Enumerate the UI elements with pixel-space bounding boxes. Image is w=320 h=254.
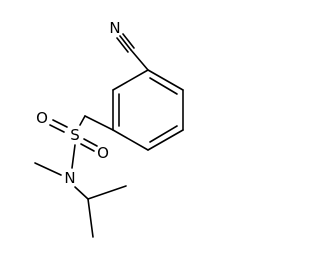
- ring-double-bond-1: [149, 77, 178, 95]
- isopropyl-methyl-right: [87, 185, 127, 200]
- s-o-lower-bond-b: [80, 143, 95, 152]
- s-n-bond: [71, 144, 76, 169]
- ch2-ring-bond: [84, 115, 114, 131]
- ring-double-bond-2: [149, 125, 178, 143]
- nitrile-triple-bond-b: [122, 33, 135, 49]
- nitrile-triple-bond-a: [119, 35, 132, 51]
- isopropyl-methyl-down: [87, 198, 94, 238]
- s-o-upper-bond-a: [52, 119, 68, 128]
- nitrile-triple-bond-c: [116, 37, 129, 53]
- sulfonyl-group: S O O: [36, 109, 109, 169]
- s-o-lower-bond-a: [83, 138, 98, 147]
- n-isopropyl-bond: [74, 186, 89, 200]
- atom-label-n-nitrile: N: [109, 19, 120, 37]
- molecule-structure: N S O O N: [34, 19, 184, 238]
- atom-label-sulfur: S: [70, 126, 80, 144]
- ring-bond-3: [147, 129, 184, 151]
- atom-label-oxygen-lower: O: [97, 144, 109, 162]
- s-o-upper-bond-b: [49, 124, 65, 133]
- ch2-sulfur-bond: [79, 115, 86, 126]
- nitrile-group: N: [109, 19, 149, 71]
- ring-bond-6: [112, 69, 149, 91]
- benzene-ring: [112, 69, 184, 151]
- n-methyl-bond: [34, 162, 62, 176]
- amine-group: N: [34, 162, 127, 238]
- atom-label-oxygen-upper: O: [36, 109, 48, 127]
- ring-bond-1: [147, 69, 184, 91]
- ring-bond-4: [112, 129, 149, 151]
- nitrile-single-bond: [130, 49, 149, 71]
- atom-label-n-amine: N: [64, 169, 75, 187]
